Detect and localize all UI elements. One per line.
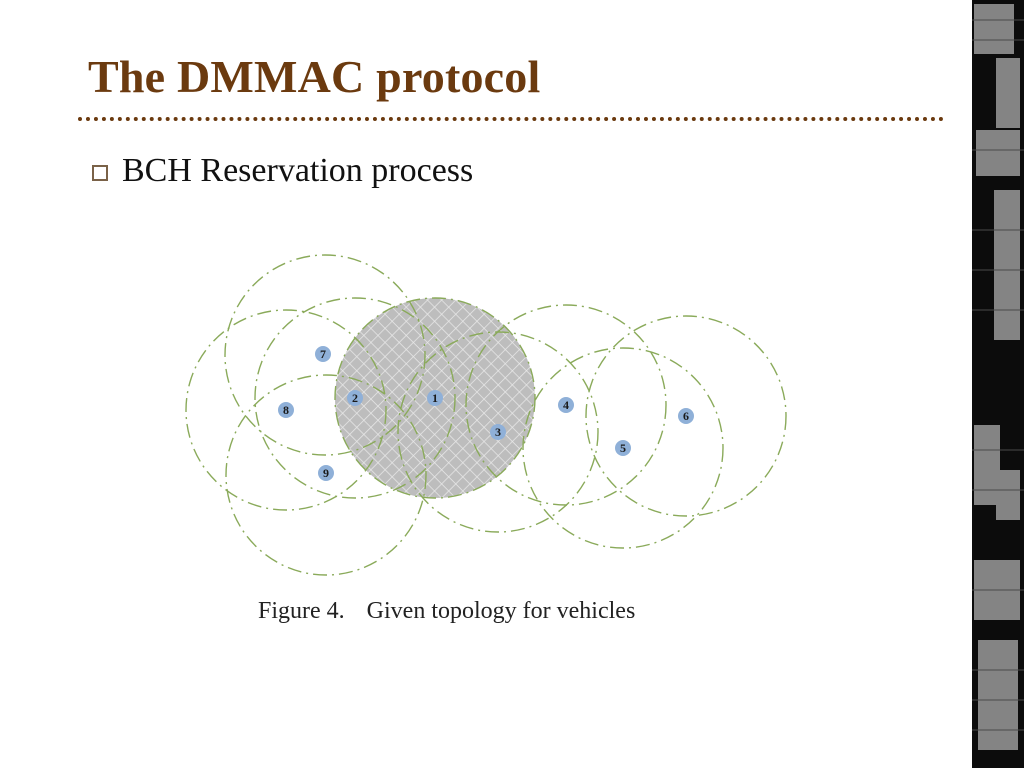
film-strip-pattern bbox=[972, 0, 1024, 768]
range-circle-4 bbox=[465, 304, 667, 506]
vehicle-label-7: 7 bbox=[320, 347, 326, 361]
square-bullet-icon bbox=[92, 165, 108, 181]
topology-diagram: 1 2 3 4 5 6 7 8 9 bbox=[185, 254, 787, 576]
vehicle-label-8: 8 bbox=[283, 403, 289, 417]
vehicle-node-6 bbox=[678, 408, 694, 424]
vehicle-label-2: 2 bbox=[352, 391, 358, 405]
vehicle-node-2 bbox=[347, 390, 363, 406]
vehicle-node-3 bbox=[490, 424, 506, 440]
range-circle-6 bbox=[585, 315, 787, 517]
figure-caption: Figure 4. Given topology for vehicles bbox=[258, 598, 635, 625]
figure-caption-text: Given topology for vehicles bbox=[366, 598, 636, 624]
range-circle-2 bbox=[254, 297, 456, 499]
range-circle-9 bbox=[225, 374, 427, 576]
vehicle-label-3: 3 bbox=[495, 425, 501, 439]
vehicle-node-4 bbox=[558, 397, 574, 413]
topology-figure: 1 2 3 4 5 6 7 8 9 bbox=[180, 250, 800, 595]
vehicle-label-6: 6 bbox=[683, 409, 689, 423]
vehicle-label-4: 4 bbox=[563, 398, 569, 412]
vehicle-node-1 bbox=[427, 390, 443, 406]
bullet-text: BCH Reservation process bbox=[122, 152, 474, 189]
range-circle-8 bbox=[185, 309, 387, 511]
vehicle-label-1: 1 bbox=[432, 391, 438, 405]
vehicle-node-8 bbox=[278, 402, 294, 418]
range-circle-5 bbox=[522, 347, 724, 549]
figure-caption-number: Figure 4. bbox=[258, 598, 345, 624]
vehicle-label-9: 9 bbox=[323, 466, 329, 480]
range-circle-7 bbox=[224, 254, 426, 456]
vehicle-label-5: 5 bbox=[620, 441, 626, 455]
vehicle-node-5 bbox=[615, 440, 631, 456]
vehicle-node-7 bbox=[315, 346, 331, 362]
slide-title: The DMMAC protocol bbox=[88, 51, 541, 102]
bullet-item: BCH Reservation process bbox=[92, 152, 473, 190]
decorative-side-strip bbox=[972, 0, 1024, 768]
range-circle-1 bbox=[334, 297, 536, 499]
vehicle-node-9 bbox=[318, 465, 334, 481]
title-divider bbox=[78, 117, 944, 121]
